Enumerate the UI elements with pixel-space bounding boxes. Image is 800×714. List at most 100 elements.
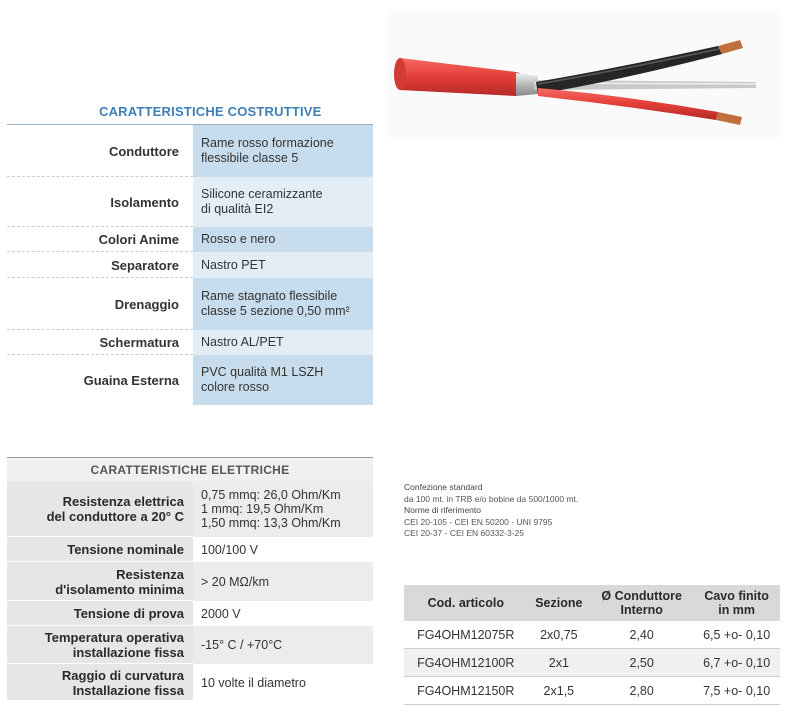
value-line: 10 volte il diametro — [201, 675, 306, 690]
table-cell: 6,5 +o- 0,10 — [693, 621, 780, 649]
header-line: Cod. articolo — [427, 596, 504, 610]
table-cell: 2x1,5 — [527, 676, 591, 705]
electrical-section-title: CARATTERISTICHE ELETTRICHE — [90, 463, 290, 477]
value-lines: 2000 V — [201, 607, 241, 621]
value-lines: Nastro AL/PET — [201, 335, 284, 350]
label-line: Resistenza — [116, 566, 184, 582]
header-line: Cavo finito — [704, 589, 769, 603]
table-cell: FG4OHM12075R — [404, 621, 528, 649]
fire-resistant-cable-photo — [388, 10, 780, 138]
construction-label: Drenaggio — [114, 296, 179, 312]
value-line: Rame rosso formazione — [201, 136, 334, 150]
table-cell: 7,5 +o- 0,10 — [693, 676, 780, 705]
construction-label: Conduttore — [108, 143, 179, 159]
packaging-title: Confezione standard — [404, 482, 483, 492]
norms-title: Norme di riferimento — [404, 505, 481, 515]
label-line: Resistenza elettrica — [62, 494, 184, 509]
electrical-row: Tensione nominale 100/100 V — [7, 537, 373, 562]
label-line: Installazione fissa — [72, 682, 184, 698]
table-cell: 2,80 — [590, 676, 694, 705]
electrical-value: 10 volte il diametro — [193, 664, 373, 701]
value-lines: -15° C / +70°C — [201, 638, 282, 652]
value-line: 1,50 mmq: 13,3 Ohm/Km — [201, 516, 341, 530]
norms-line: CEI 20-37 - CEI EN 60332-3-25 — [404, 528, 525, 538]
value-line: > 20 MΩ/km — [201, 574, 270, 589]
table-cell: 2,40 — [590, 621, 694, 649]
value-line: 2000 V — [201, 606, 241, 621]
construction-label: Separatore — [111, 257, 179, 273]
table-cell: 2x1 — [527, 648, 591, 677]
electrical-label: Tensione nominale — [7, 537, 193, 562]
value-line: Rosso e nero — [201, 232, 276, 246]
value-line: flessibile classe 5 — [201, 151, 299, 165]
header-line: Ø Conduttore — [601, 589, 682, 603]
value-line: Rame stagnato flessibile — [201, 289, 338, 303]
label-lines: Tensione di prova — [74, 606, 184, 621]
label-line: Temperatura operativa — [44, 630, 184, 645]
construction-value: Nastro PET — [193, 252, 373, 278]
construction-section-title: CARATTERISTICHE COSTRUTTIVE — [99, 104, 322, 119]
label-line: Tensione di prova — [73, 606, 184, 621]
electrical-value: 2000 V — [193, 601, 373, 626]
value-lines: Rosso e nero — [201, 232, 275, 247]
value-line: classe 5 sezione 0,50 mm² — [201, 304, 350, 318]
header-line: in mm — [718, 603, 756, 617]
value-line: 1 mmq: 19,5 Ohm/Km — [201, 502, 324, 516]
electrical-value: > 20 MΩ/km — [193, 562, 373, 601]
label-lines: Tensione nominale — [67, 542, 184, 557]
construction-value: Nastro AL/PET — [193, 330, 373, 355]
electrical-row: Tensione di prova 2000 V — [7, 601, 373, 626]
column-header: Sezione — [527, 585, 591, 621]
construction-row: Separatore Nastro PET — [7, 252, 373, 278]
value-line: PVC qualità M1 LSZH — [201, 365, 324, 379]
value-line: colore rosso — [201, 380, 270, 394]
label-line: Raggio di curvatura — [61, 667, 184, 683]
table-cell: FG4OHM12150R — [404, 676, 528, 705]
value-lines: 100/100 V — [201, 543, 258, 557]
column-header: Cod. articolo — [404, 585, 528, 621]
electrical-value: -15° C / +70°C — [193, 626, 373, 664]
electrical-section-header: CARATTERISTICHE ELETTRICHE — [7, 457, 373, 482]
standards-notes: Confezione standard da 100 mt. in TRB e/… — [404, 482, 578, 540]
norms-line: CEI 20-105 - CEI EN 50200 - UNI 9795 — [404, 516, 553, 527]
table-cell: 2,50 — [590, 648, 694, 677]
value-line: Silicone ceramizzante — [201, 187, 323, 201]
construction-label: Guaina Esterna — [83, 372, 179, 388]
packaging-text: da 100 mt. in TRB e/o bobine da 500/1000… — [404, 493, 579, 504]
construction-label: Isolamento — [110, 194, 179, 210]
value-line: -15° C / +70°C — [201, 638, 283, 652]
value-line: 100/100 V — [201, 542, 258, 557]
